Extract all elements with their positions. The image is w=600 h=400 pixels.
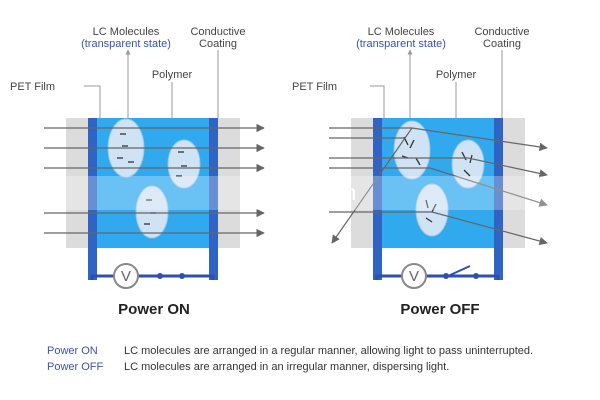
- label-polymer: Polymer: [436, 69, 477, 81]
- legend: Power ON LC molecules are arranged in a …: [47, 343, 533, 375]
- label-coating: Coating: [199, 38, 237, 50]
- watermark-text: en.china.cn: [244, 180, 357, 205]
- voltmeter-icon: [401, 263, 427, 289]
- lc-droplet: [451, 139, 485, 189]
- light-rays-transmitted: [44, 123, 265, 238]
- light-rays-scattered: [329, 127, 548, 246]
- label-conductive: Conductive: [474, 26, 529, 38]
- voltmeter-label: V: [409, 268, 419, 285]
- label-lc-molecules: LC Molecules: [368, 26, 435, 38]
- panel-title-power-on: Power ON: [118, 301, 190, 318]
- lc-molecules-random: [393, 120, 485, 237]
- callouts-power-on: [84, 49, 219, 118]
- legend-row-power-off: Power OFF LC molecules are arranged in a…: [47, 359, 533, 375]
- watermark-band: [0, 176, 600, 210]
- legend-text: LC molecules are arranged in an irregula…: [124, 361, 450, 373]
- lc-droplet: [393, 120, 431, 180]
- label-polymer: Polymer: [152, 69, 193, 81]
- switch-contact: [443, 273, 449, 279]
- label-pet-film: PET Film: [10, 81, 55, 93]
- voltmeter-label: V: [121, 268, 131, 285]
- conductive-coating-left: [373, 118, 382, 280]
- circuit-power-on: V: [90, 263, 215, 289]
- legend-key: Power ON: [47, 345, 98, 357]
- switch-contact: [179, 273, 185, 279]
- conductive-coating-left: [88, 118, 97, 280]
- conductive-coating-right: [494, 118, 503, 280]
- lc-droplet: [415, 183, 449, 237]
- voltmeter-icon: [113, 263, 139, 289]
- label-pet-film: PET Film: [292, 81, 337, 93]
- legend-text: LC molecules are arranged in a regular m…: [124, 345, 534, 357]
- label-coating: Coating: [483, 38, 521, 50]
- label-conductive: Conductive: [190, 26, 245, 38]
- callouts-power-off: [370, 49, 503, 118]
- switch-contact: [473, 273, 479, 279]
- panel-power-off: V LC Molecules (transparent state) Condu…: [292, 26, 548, 318]
- panel-title-power-off: Power OFF: [400, 301, 479, 318]
- switch-lever-open: [447, 265, 471, 277]
- panel-power-on: V LC Molecules (transparent state) Condu…: [10, 26, 265, 318]
- legend-row-power-on: Power ON LC molecules are arranged in a …: [47, 343, 533, 359]
- label-lc-state: (transparent state): [81, 38, 171, 50]
- switch-contact: [157, 273, 163, 279]
- lc-droplet: [135, 185, 169, 239]
- label-lc-molecules: LC Molecules: [93, 26, 160, 38]
- legend-key: Power OFF: [47, 361, 104, 373]
- conductive-coating-right: [209, 118, 218, 280]
- circuit-power-off: V: [375, 263, 500, 289]
- label-lc-state: (transparent state): [356, 38, 446, 50]
